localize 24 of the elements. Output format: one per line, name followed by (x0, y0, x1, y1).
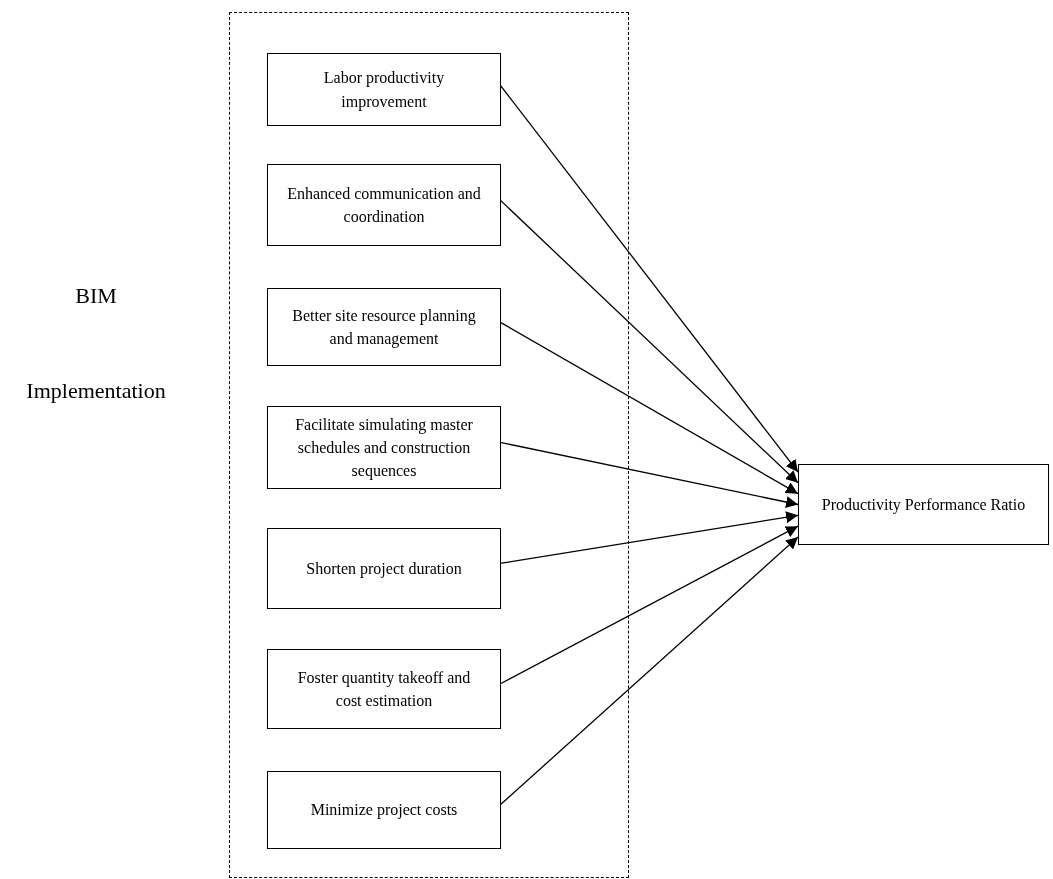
arrow (499, 321, 799, 495)
process-box (267, 53, 501, 126)
process-box (267, 771, 501, 849)
box-label: Better site resource planning and management (291, 305, 477, 350)
box-label: Foster quantity takeoff and cost estimation (296, 667, 472, 711)
box-label: Labor productivity improvement (322, 68, 446, 113)
process-box (267, 406, 501, 489)
arrow (499, 525, 799, 685)
group-heading: BIM Implementation (25, 282, 167, 405)
process-box (267, 288, 501, 366)
box-label: Facilitate simulating master schedules and construction sequences (294, 414, 474, 482)
box-label: Productivity Performance Ratio (820, 494, 1027, 516)
box-label: Enhanced communication and coordination (286, 183, 482, 227)
arrow (499, 536, 799, 806)
box-label: Shorten project duration (305, 558, 463, 580)
process-box (267, 649, 501, 729)
process-box (267, 164, 501, 246)
box-label: Minimize project costs (309, 800, 459, 821)
arrow (499, 441, 799, 508)
arrow (499, 199, 799, 484)
process-box (267, 528, 501, 609)
arrow (499, 84, 799, 473)
arrow (499, 511, 799, 565)
process-box (798, 464, 1049, 545)
